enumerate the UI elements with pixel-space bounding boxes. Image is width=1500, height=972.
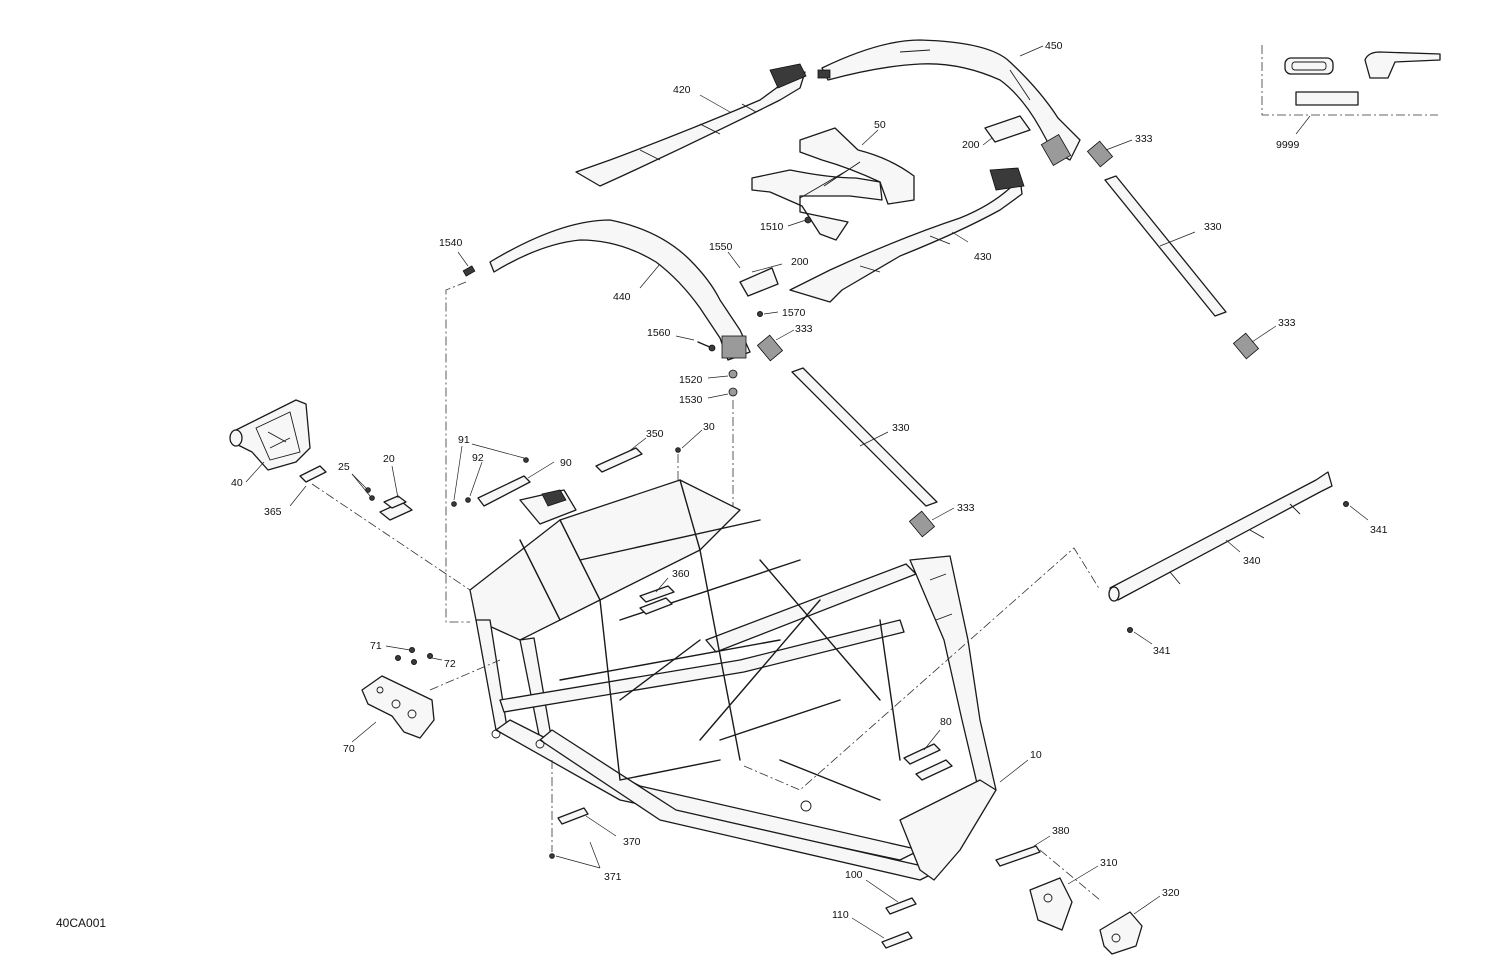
callout-20: 20 — [383, 453, 395, 465]
callout-200-upper: 200 — [962, 139, 980, 151]
callout-90: 90 — [560, 457, 572, 469]
callout-71: 71 — [370, 640, 382, 652]
part-50-cross-brace — [751, 127, 915, 241]
part-25-20-hardware — [351, 465, 413, 521]
part-341-fasteners — [1127, 500, 1369, 645]
part-380-rod — [995, 835, 1101, 901]
callout-330-left: 330 — [892, 422, 910, 434]
callout-10: 10 — [1030, 749, 1042, 761]
callout-365: 365 — [264, 506, 282, 518]
part-440-upper-front-tube — [489, 219, 751, 361]
callout-1510: 1510 — [760, 221, 784, 233]
part-420-roof-tube-left — [575, 63, 807, 187]
part-10-main-frame — [469, 479, 1101, 881]
callout-320: 320 — [1162, 887, 1180, 899]
callout-1540: 1540 — [439, 237, 463, 249]
callout-40: 40 — [231, 477, 243, 489]
callout-100: 100 — [845, 869, 863, 881]
callout-30: 30 — [703, 421, 715, 433]
part-365-link — [289, 465, 471, 591]
callout-380: 380 — [1052, 825, 1070, 837]
drawing-reference: 40CA001 — [56, 916, 106, 930]
part-330-upright-left — [791, 367, 938, 507]
leader-1510 — [787, 219, 807, 227]
part-450-upper-rear-tube — [817, 39, 1081, 166]
part-71-72-hardware — [385, 645, 443, 666]
part-310-bracket — [1029, 865, 1099, 931]
callout-1560: 1560 — [647, 327, 671, 339]
part-333-clamp — [756, 139, 1277, 538]
callout-430: 430 — [974, 251, 992, 263]
callout-420: 420 — [673, 84, 691, 96]
callout-70: 70 — [343, 743, 355, 755]
callout-labels: 10 20 25 30 40 50 70 71 72 80 90 91 92 1… — [56, 40, 1388, 930]
part-9999-kit — [1261, 45, 1441, 135]
part-200-padding-upper — [982, 115, 1031, 146]
callout-9999: 9999 — [1276, 139, 1300, 151]
callout-371: 371 — [604, 871, 622, 883]
callout-92: 92 — [472, 452, 484, 464]
callout-333-c: 333 — [795, 323, 813, 335]
part-320-bracket — [1099, 895, 1161, 955]
part-70-mount — [351, 659, 501, 743]
callout-333-d: 333 — [957, 502, 975, 514]
callout-200-lower: 200 — [791, 256, 809, 268]
callout-1550: 1550 — [709, 241, 733, 253]
callout-350: 350 — [646, 428, 664, 440]
callout-110: 110 — [832, 909, 849, 921]
part-1540-pin — [457, 251, 476, 277]
callout-1520: 1520 — [679, 374, 703, 386]
callout-1530: 1530 — [679, 394, 703, 406]
part-80-strap — [903, 729, 953, 781]
callout-330-right: 330 — [1204, 221, 1222, 233]
part-100-110-links — [851, 879, 917, 949]
part-90-92-91-cluster — [451, 443, 555, 507]
part-200-padding-lower — [727, 251, 783, 297]
callout-440: 440 — [613, 291, 631, 303]
callout-450: 450 — [1045, 40, 1063, 52]
part-40-front-bracket — [229, 399, 311, 483]
callout-341-a: 341 — [1370, 524, 1388, 536]
part-360-plate — [639, 577, 675, 615]
hardware-fasteners-upper — [445, 281, 779, 623]
part-370-link — [549, 760, 617, 869]
callout-72: 72 — [444, 658, 456, 670]
callout-1570: 1570 — [782, 307, 806, 319]
part-30-fastener — [675, 429, 703, 480]
callout-91: 91 — [458, 434, 470, 446]
callout-310: 310 — [1100, 857, 1118, 869]
part-340-side-rail — [1108, 471, 1333, 602]
callout-25: 25 — [338, 461, 350, 473]
callout-340: 340 — [1243, 555, 1261, 567]
part-350-strap — [595, 437, 647, 473]
part-330-upright-right — [1104, 175, 1227, 317]
callout-333-a: 333 — [1135, 133, 1153, 145]
callout-80: 80 — [940, 716, 952, 728]
callout-360: 360 — [672, 568, 690, 580]
callout-370: 370 — [623, 836, 641, 848]
callout-333-b: 333 — [1278, 317, 1296, 329]
part-430-roof-tube-right — [789, 167, 1025, 303]
callout-341-b: 341 — [1153, 645, 1171, 657]
callout-50: 50 — [874, 119, 886, 131]
